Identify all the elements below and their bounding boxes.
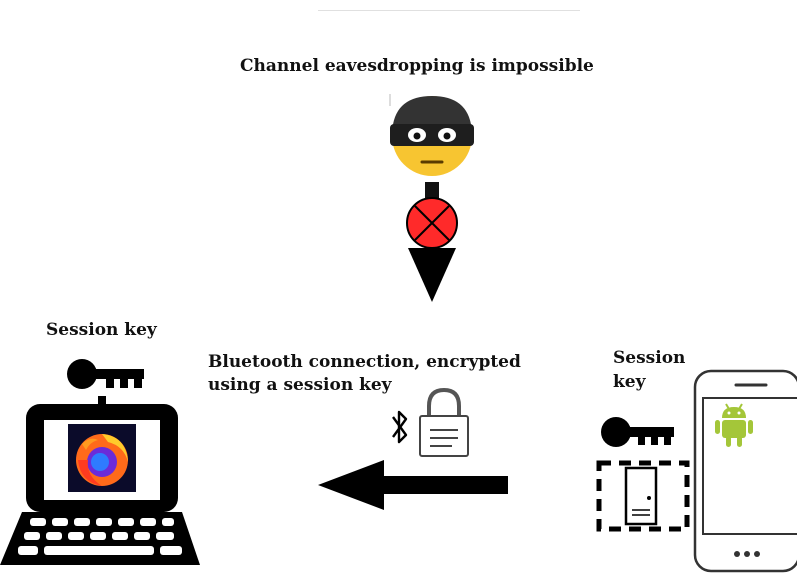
firefox-logo bbox=[68, 424, 136, 492]
diagram-title: Channel eavesdropping is impossible bbox=[240, 56, 594, 76]
connection-caption-line1: Bluetooth connection, encrypted bbox=[208, 352, 521, 372]
android-icon bbox=[715, 403, 753, 447]
left-session-key-label: Session key bbox=[46, 320, 157, 340]
key-icon bbox=[601, 417, 674, 447]
padlock-icon bbox=[419, 387, 469, 457]
bluetooth-icon bbox=[392, 410, 408, 444]
right-session-key-label-line2: key bbox=[613, 372, 646, 392]
secure-element-icon bbox=[596, 460, 690, 532]
right-session-key-label-line1: Session bbox=[613, 348, 686, 368]
smartphone-icon bbox=[693, 369, 797, 573]
transfer-arrow-left bbox=[318, 460, 508, 510]
connection-caption-line2: using a session key bbox=[208, 375, 392, 395]
key-icon bbox=[67, 359, 144, 389]
eavesdropper-icon bbox=[389, 94, 474, 176]
blocked-channel bbox=[406, 182, 458, 302]
top-divider bbox=[318, 10, 580, 11]
